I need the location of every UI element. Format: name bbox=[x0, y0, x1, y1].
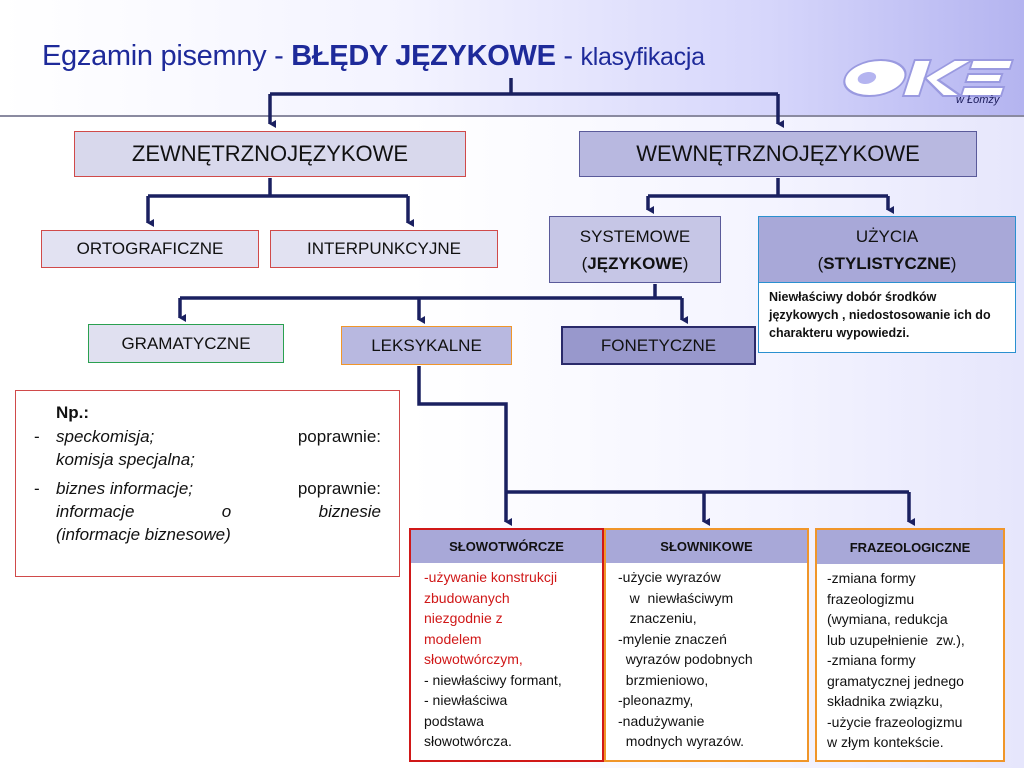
logo-subtitle: w Łomży bbox=[956, 94, 1000, 106]
node-slowotworcze: SŁOWOTWÓRCZE bbox=[409, 528, 604, 563]
example-correct: komisja specjalna; bbox=[56, 450, 195, 469]
node-ortograficzne: ORTOGRAFICZNE bbox=[41, 230, 259, 268]
example-wrong: biznes informacje; bbox=[56, 479, 194, 498]
example-wrong: speckomisja; bbox=[56, 427, 155, 446]
frazeologiczne-description: -zmiana formy frazeologizmu (wymiana, re… bbox=[815, 564, 1005, 762]
node-leksykalne: LEKSYKALNE bbox=[341, 326, 512, 365]
example-item: - biznes informacje;poprawnie: informacj… bbox=[34, 479, 381, 544]
example-label: poprawnie: bbox=[297, 479, 381, 498]
uzycia-line1: UŻYCIA bbox=[855, 226, 919, 246]
example-box: Np.: - speckomisja;poprawnie: komisja sp… bbox=[15, 390, 400, 577]
example-correct-tail: (informacje biznesowe) bbox=[56, 525, 231, 544]
title-suffix: klasyfikacja bbox=[580, 43, 706, 71]
example-heading: Np.: bbox=[56, 403, 90, 422]
node-systemowe: SYSTEMOWE (JĘZYKOWE) bbox=[549, 216, 721, 283]
title-bold: BŁĘDY JĘZYKOWE bbox=[291, 40, 556, 72]
systemowe-line2: (JĘZYKOWE) bbox=[581, 253, 689, 273]
example-item: - speckomisja;poprawnie: komisja specjal… bbox=[34, 427, 381, 469]
node-uzycia: UŻYCIA (STYLISTYCZNE) bbox=[758, 216, 1016, 283]
title-sep: - bbox=[555, 40, 581, 72]
title-prefix: Egzamin pisemny - bbox=[42, 40, 292, 72]
oke-logo bbox=[843, 59, 1015, 97]
title-divider bbox=[0, 115, 1024, 117]
slownikowe-description: -użycie wyrazów w niewłaściwym znaczeniu… bbox=[604, 563, 809, 762]
node-slownikowe: SŁOWNIKOWE bbox=[604, 528, 809, 563]
uzycia-line2: (STYLISTYCZNE) bbox=[817, 253, 957, 273]
slowotworcze-description: -używanie konstrukcji zbudowanych niezgo… bbox=[409, 563, 604, 762]
title-band bbox=[0, 0, 1024, 116]
node-gramatyczne: GRAMATYCZNE bbox=[88, 324, 284, 363]
example-label: poprawnie: bbox=[297, 427, 381, 446]
systemowe-line1: SYSTEMOWE bbox=[579, 226, 691, 246]
node-frazeologiczne: FRAZEOLOGICZNE bbox=[815, 528, 1005, 564]
slide-title: Egzamin pisemny - BŁĘDY JĘZYKOWE - klasy… bbox=[42, 40, 705, 73]
node-interpunkcyjne: INTERPUNKCYJNE bbox=[270, 230, 498, 268]
uzycia-description: Niewłaściwy dobór środków językowych , n… bbox=[758, 283, 1016, 353]
node-fonetyczne: FONETYCZNE bbox=[561, 326, 756, 365]
node-zewnetrznojezykowe: ZEWNĘTRZNOJĘZYKOWE bbox=[74, 131, 466, 177]
node-wewnetrznojezykowe: WEWNĘTRZNOJĘZYKOWE bbox=[579, 131, 977, 177]
